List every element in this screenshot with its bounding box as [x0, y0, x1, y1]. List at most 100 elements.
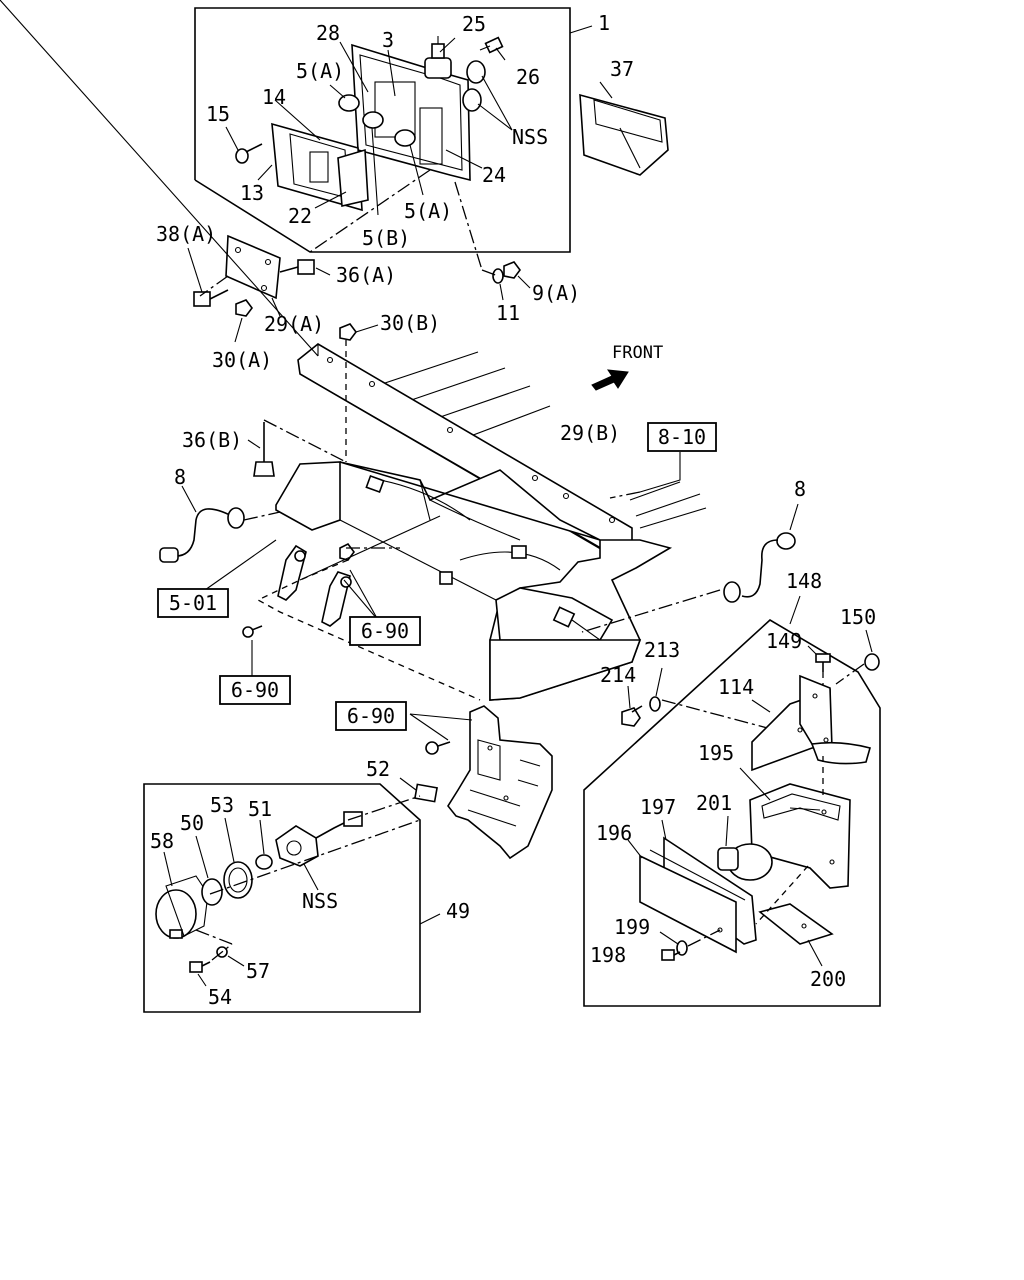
gasket-53	[223, 817, 253, 899]
nss-parts-icon	[462, 60, 486, 112]
ref-box-5-01: 5-01	[157, 588, 229, 618]
front-arrow-icon	[591, 369, 629, 391]
label-57: 57	[246, 959, 270, 983]
rear-bumper	[275, 461, 673, 701]
bolt-center-icon	[425, 741, 451, 755]
screw-15-icon	[235, 143, 263, 164]
screw-26-icon	[479, 36, 504, 54]
box-148-outline	[583, 595, 881, 1007]
bolt-6-90-icon	[242, 625, 263, 676]
label-197: 197	[640, 795, 676, 819]
leader-8-10	[609, 452, 681, 499]
box-1-outline	[194, 7, 593, 253]
label-195: 195	[698, 741, 734, 765]
ref-box-6-90-b: 6-90	[219, 675, 291, 705]
lamp-bracket-center	[409, 705, 553, 860]
socket-nss-icon	[275, 795, 421, 891]
label-54: 54	[208, 985, 232, 1009]
nut-9a-washer-11	[481, 261, 531, 301]
bulb-201-icon	[717, 815, 773, 881]
ref-5-01-text: 5-01	[169, 591, 217, 615]
label-58: 58	[150, 829, 174, 853]
marker-housing-37	[579, 81, 669, 176]
mount-bracket-114	[751, 674, 871, 772]
label-nss-top: NSS	[512, 125, 548, 149]
screw-198-washer-199	[659, 929, 721, 961]
mounting-brackets	[256, 515, 481, 701]
label-9a: 9(A)	[532, 281, 580, 305]
lamp-housing-195	[739, 756, 851, 889]
label-30a: 30(A)	[212, 348, 272, 372]
label-11: 11	[496, 301, 520, 325]
label-15: 15	[206, 102, 230, 126]
screw-54-washer-57	[189, 929, 245, 987]
label-8-left: 8	[174, 465, 186, 489]
ref-box-8-10: 8-10	[647, 422, 717, 452]
label-200: 200	[810, 967, 846, 991]
clip-52-icon	[399, 777, 438, 803]
label-49: 49	[446, 899, 470, 923]
label-30b: 30(B)	[380, 311, 440, 335]
gasket-200	[755, 865, 834, 967]
harness-8-left	[159, 485, 281, 563]
nut-30b-icon	[339, 323, 379, 462]
box-49-outline	[143, 783, 441, 1013]
label-29a: 29(A)	[264, 312, 324, 336]
label-214: 214	[600, 663, 636, 687]
label-53: 53	[210, 793, 234, 817]
lamp-cover-13	[271, 122, 369, 212]
label-5a-top: 5(A)	[296, 59, 344, 83]
label-199: 199	[614, 915, 650, 939]
label-14: 14	[262, 85, 286, 109]
lens-50	[195, 835, 223, 906]
nut-150-icon	[835, 629, 880, 685]
ref-box-6-90-c: 6-90	[335, 701, 407, 731]
label-3: 3	[382, 28, 394, 52]
leader-5-01	[204, 539, 277, 591]
label-50: 50	[180, 811, 204, 835]
label-1: 1	[598, 11, 610, 35]
label-149: 149	[766, 629, 802, 653]
ref-box-6-90-a: 6-90	[349, 616, 421, 646]
label-36a: 36(A)	[336, 263, 396, 287]
screw-149-icon	[807, 645, 831, 708]
bulb-51-icon	[255, 819, 273, 870]
label-8-right: 8	[794, 477, 806, 501]
bolt-36b-icon	[247, 419, 347, 477]
label-25: 25	[462, 12, 486, 36]
lens-196	[627, 819, 757, 954]
bulb-5a-icon	[338, 94, 416, 147]
label-201: 201	[696, 791, 732, 815]
label-37: 37	[610, 57, 634, 81]
label-148: 148	[786, 569, 822, 593]
label-front: FRONT	[612, 343, 663, 363]
label-28: 28	[316, 21, 340, 45]
label-196: 196	[596, 821, 632, 845]
label-38a: 38(A)	[156, 222, 216, 246]
label-29b: 29(B)	[560, 421, 620, 445]
label-36b: 36(B)	[182, 428, 242, 452]
part-labels: 1 28 3 25 26 5(A) 14 15 13 22 5(B) 5(A) …	[150, 11, 876, 1009]
label-24: 24	[482, 163, 506, 187]
ref-6-90-a-text: 6-90	[361, 619, 409, 643]
label-5b: 5(B)	[362, 226, 410, 250]
ref-6-90-c-text: 6-90	[347, 704, 395, 728]
label-198: 198	[590, 943, 626, 967]
label-22: 22	[288, 204, 312, 228]
label-114: 114	[718, 675, 754, 699]
bracket-29a	[187, 234, 331, 343]
lamp-body-58	[155, 851, 209, 939]
bolt-214-icon	[621, 685, 643, 727]
ref-6-90-b-text: 6-90	[231, 678, 279, 702]
label-26: 26	[516, 65, 540, 89]
label-52: 52	[366, 757, 390, 781]
socket-25-icon	[424, 36, 452, 79]
label-13: 13	[240, 181, 264, 205]
leader-box-49	[209, 819, 421, 895]
label-nss-bottom: NSS	[302, 889, 338, 913]
label-213: 213	[644, 638, 680, 662]
label-150: 150	[840, 605, 876, 629]
label-51: 51	[248, 797, 272, 821]
label-5a-bottom: 5(A)	[404, 199, 452, 223]
